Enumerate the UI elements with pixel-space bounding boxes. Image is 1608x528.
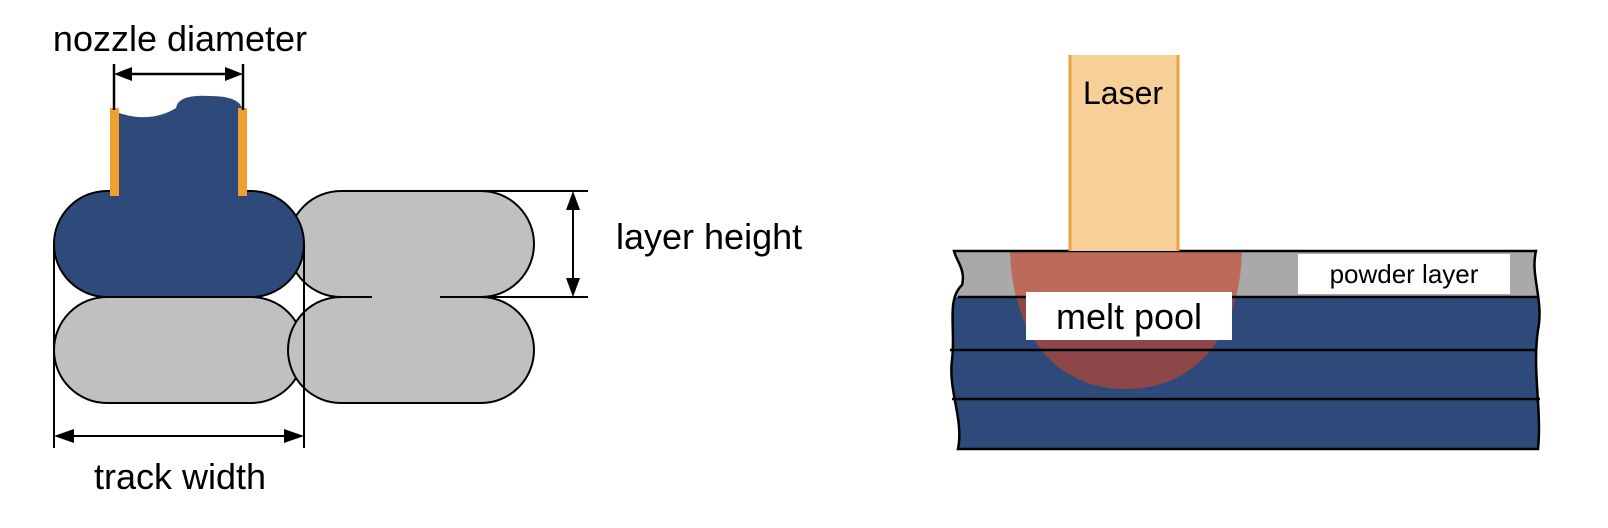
track-neck — [372, 282, 444, 312]
laser-label: Laser — [1083, 75, 1163, 111]
track-width-dimension — [53, 244, 305, 448]
track-lower-left — [53, 296, 305, 404]
nozzle-diameter-label: nozzle diameter — [53, 18, 307, 59]
melt-pool-label-box — [1026, 292, 1232, 340]
melt-pool-label: melt pool — [1056, 296, 1202, 337]
laser-beam — [1070, 55, 1178, 251]
extrusion-figure: nozzle diameter layer height track width — [53, 18, 802, 497]
track-upper-right — [287, 190, 535, 298]
nozzle-melt — [116, 95, 242, 200]
nozzle-wall-right — [238, 108, 247, 196]
nozzle-wall-left — [110, 108, 119, 196]
layer-height-label: layer height — [616, 216, 802, 257]
powder-bed-figure: Laser powder layer melt pool — [950, 55, 1541, 451]
powder-layer-label: powder layer — [1330, 259, 1479, 289]
track-width-label: track width — [94, 456, 266, 497]
powder-layer-label-box — [1298, 254, 1510, 294]
deposited-track — [53, 190, 305, 298]
substrate-outline — [950, 249, 1541, 451]
track-lower-right — [287, 296, 535, 404]
layer-height-dimension — [440, 190, 588, 298]
nozzle-diameter-dimension — [112, 64, 245, 110]
